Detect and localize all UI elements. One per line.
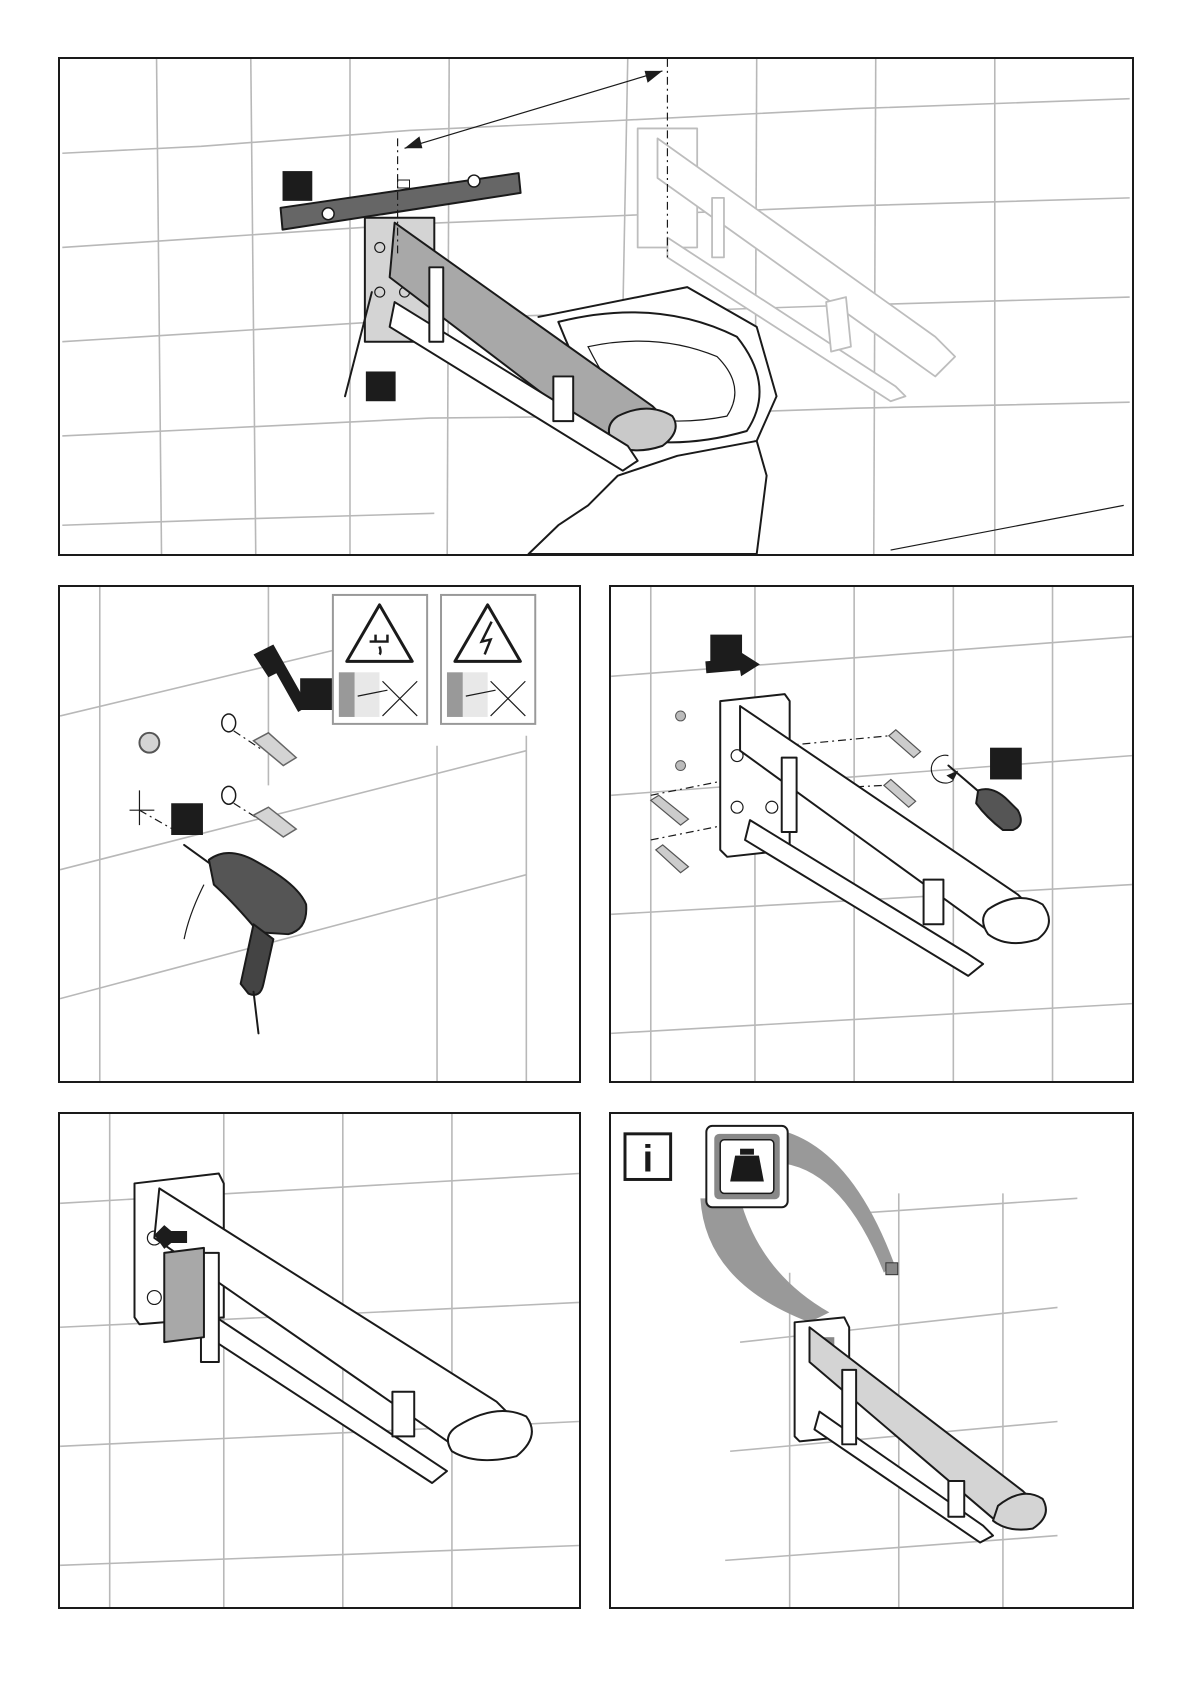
step-panel-drill — [58, 585, 581, 1083]
water-pipe-warning — [333, 595, 427, 724]
step-panel-cover — [58, 1112, 581, 1609]
measure-illustration — [60, 59, 1132, 554]
info-box: i — [625, 1134, 671, 1180]
step-marker-b — [171, 803, 203, 835]
weight-sign — [700, 1126, 897, 1322]
info-icon: i — [643, 1138, 653, 1180]
step-panel-info: i — [609, 1112, 1134, 1609]
step-marker-a — [710, 635, 742, 667]
info-illustration: i — [611, 1114, 1132, 1607]
step-marker-b — [366, 371, 396, 401]
cover-illustration — [60, 1114, 579, 1607]
step-panel-screw — [609, 585, 1134, 1083]
grab-bar — [810, 1327, 1046, 1542]
drill-illustration — [60, 587, 579, 1081]
step-marker-b — [990, 748, 1022, 780]
screw-illustration — [611, 587, 1132, 1081]
step-marker-a — [283, 171, 313, 201]
step-marker-a — [300, 678, 332, 710]
wall-anchors — [139, 714, 296, 837]
cover-plate — [164, 1248, 204, 1342]
step-panel-measure — [58, 57, 1134, 556]
push-arrow — [254, 645, 309, 712]
electric-cable-warning — [441, 595, 535, 724]
